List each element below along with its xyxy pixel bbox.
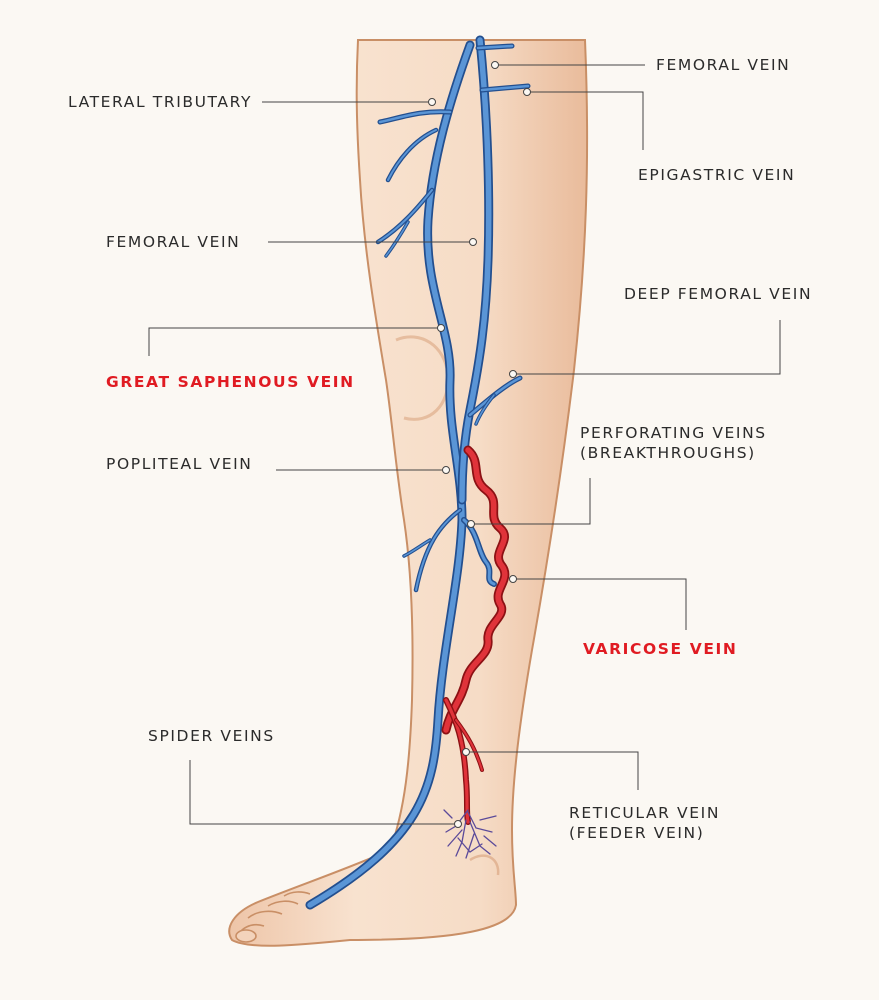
label-reticular-vein: RETICULAR VEIN (FEEDER VEIN) <box>569 803 720 843</box>
label-lateral-tributary: LATERAL TRIBUTARY <box>68 93 253 111</box>
ankle-shading <box>469 854 500 876</box>
label-reticular-vein-line2: (FEEDER VEIN) <box>569 824 705 842</box>
spider-veins-cluster <box>443 809 497 859</box>
label-perforating-veins-line1: PERFORATING VEINS <box>580 424 767 442</box>
label-deep-femoral-vein: DEEP FEMORAL VEIN <box>624 285 813 303</box>
leader-points <box>428 61 531 828</box>
deep-femoral-branch <box>467 375 523 426</box>
label-epigastric-vein: EPIGASTRIC VEIN <box>638 166 796 184</box>
upper-tributaries <box>375 43 531 258</box>
toes <box>235 891 311 943</box>
label-varicose-vein: VARICOSE VEIN <box>583 640 738 658</box>
label-great-saphenous-vein: GREAT SAPHENOUS VEIN <box>106 373 355 391</box>
label-femoral-vein-left: FEMORAL VEIN <box>106 233 241 251</box>
label-perforating-veins-line2: (BREAKTHROUGHS) <box>580 444 756 462</box>
label-popliteal-vein: POPLITEAL VEIN <box>106 455 253 473</box>
label-femoral-vein-top: FEMORAL VEIN <box>656 56 791 74</box>
leg-silhouette <box>228 39 589 947</box>
label-perforating-veins: PERFORATING VEINS (BREAKTHROUGHS) <box>580 423 767 463</box>
leader-lines <box>148 64 781 825</box>
label-reticular-vein-line1: RETICULAR VEIN <box>569 804 721 822</box>
label-spider-veins: SPIDER VEINS <box>148 727 275 745</box>
lower-tributaries <box>402 507 463 593</box>
